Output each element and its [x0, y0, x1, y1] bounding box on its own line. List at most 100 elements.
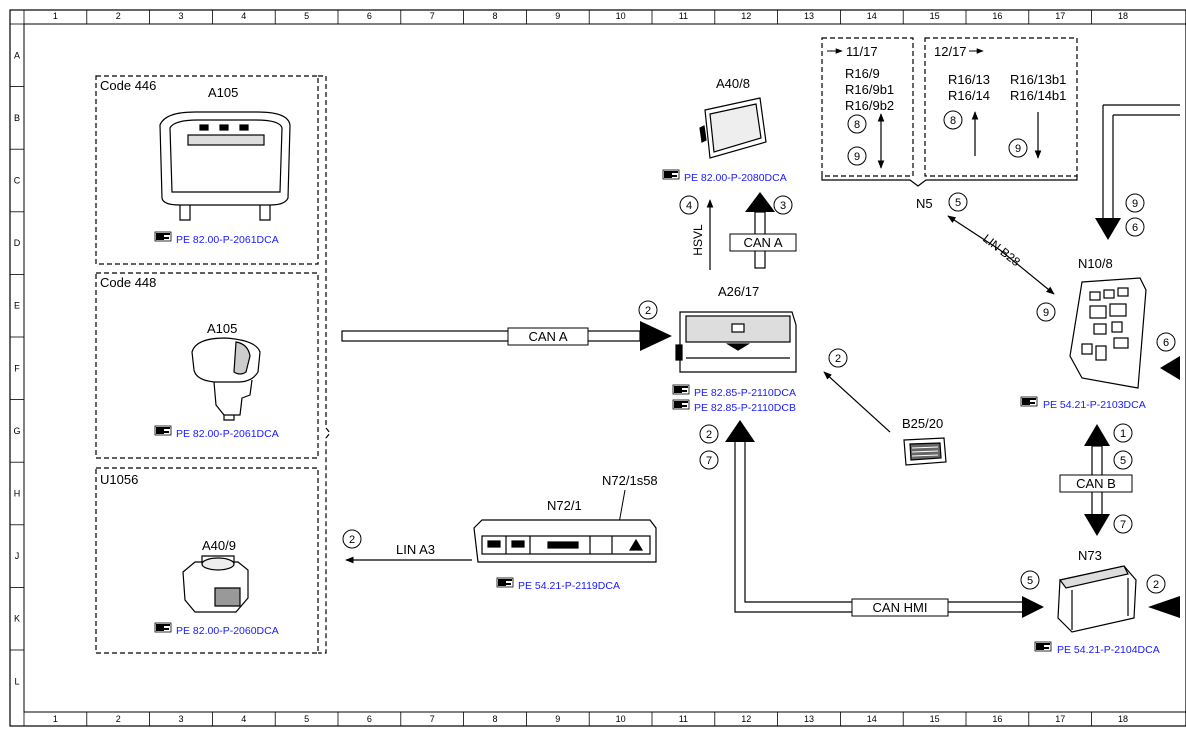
grid-column-label: 15	[930, 714, 940, 724]
grid-column-label: 9	[555, 714, 560, 724]
overhead-console-icon	[159, 111, 291, 221]
step-number: 9	[1015, 143, 1021, 155]
n73-right-arrowhead	[1148, 596, 1180, 618]
grid-column-label: 15	[930, 11, 940, 21]
step-circle	[773, 195, 793, 215]
grid-column-label: 6	[367, 11, 372, 21]
step-number: 2	[349, 534, 355, 546]
resistor-left-line-2: R16/9b1	[845, 82, 894, 97]
step-number: 6	[1163, 337, 1169, 349]
step-number: 9	[1132, 198, 1138, 210]
resistor-right-c2-2: R16/14b1	[1010, 88, 1066, 103]
resistor-right-head: 12/17	[934, 44, 967, 59]
step-circle	[1146, 574, 1166, 594]
grid-column-label: 18	[1118, 714, 1128, 724]
grid-column-label: 3	[178, 11, 183, 21]
step-number: 7	[706, 455, 712, 467]
reference-icon	[672, 384, 690, 395]
grid-labels: 1122334455667788991010111112121313141415…	[13, 11, 1128, 724]
outer-frame	[9, 9, 1186, 727]
code446-label: Code 446	[100, 78, 156, 93]
a40-8-label: A40/8	[716, 76, 750, 91]
grid-column-label: 11	[679, 714, 688, 724]
n10-8-input-bus	[1102, 104, 1180, 218]
step-circle	[1020, 570, 1040, 590]
grid-column-label: 17	[1055, 11, 1065, 21]
grid-column-label: 8	[492, 714, 497, 724]
code448-ref[interactable]: PE 82.00-P-2061DCA	[176, 428, 279, 440]
reference-icon	[1020, 396, 1038, 407]
a26-17-ref2[interactable]: PE 82.85-P-2110DCB	[694, 402, 796, 414]
can-b-arrowhead-down	[1084, 514, 1110, 536]
u1056-part-label: A40/9	[202, 538, 236, 553]
b25-20-arrow	[823, 371, 891, 433]
step-number: 7	[1120, 519, 1126, 531]
grid-row-label: E	[14, 301, 20, 311]
step-circle	[1113, 514, 1133, 534]
grid-column-label: 8	[492, 11, 497, 21]
grid-column-label: 1	[53, 11, 58, 21]
telematics-unit-icon	[1057, 565, 1137, 633]
grid-column-label: 16	[992, 714, 1002, 724]
a40-8-ref[interactable]: PE 82.00-P-2080DCA	[684, 172, 787, 184]
grid-column-label: 5	[304, 714, 309, 724]
n73-label: N73	[1078, 548, 1102, 563]
step-circle	[847, 146, 867, 166]
grid-column-label: 11	[679, 11, 688, 21]
can-a-left-arrowhead	[640, 321, 672, 351]
step-number: 2	[645, 305, 651, 317]
grid-column-label: 6	[367, 714, 372, 724]
reference-icon	[154, 425, 172, 436]
grid-column-label: 12	[741, 11, 751, 21]
n5-label: N5	[916, 196, 933, 211]
grid-column-label: 9	[555, 11, 560, 21]
head-unit-icon	[675, 311, 797, 373]
code446-ref[interactable]: PE 82.00-P-2061DCA	[176, 234, 279, 246]
grid-column-label: 18	[1118, 11, 1128, 21]
grid-row-label: A	[14, 50, 20, 60]
grid-column-label: 16	[992, 11, 1002, 21]
can-hmi-box	[851, 598, 949, 617]
a26-17-ref1[interactable]: PE 82.85-P-2110DCA	[694, 387, 796, 399]
step-number: 3	[780, 200, 786, 212]
step-circle	[1113, 450, 1133, 470]
step-circle	[699, 450, 719, 470]
grid-row-label: H	[14, 489, 21, 499]
u1056-ref[interactable]: PE 82.00-P-2060DCA	[176, 625, 279, 637]
n73-ref[interactable]: PE 54.21-P-2104DCA	[1057, 644, 1160, 656]
reference-icon	[662, 169, 680, 180]
step-circle	[679, 195, 699, 215]
grid-column-label: 17	[1055, 714, 1065, 724]
n10-8-ref[interactable]: PE 54.21-P-2103DCA	[1043, 399, 1146, 411]
group-code448-box	[95, 272, 319, 459]
can-b-arrowhead-up	[1084, 424, 1110, 446]
grid-column-label: 1	[53, 714, 58, 724]
resistor-right-c1-2: R16/14	[948, 88, 990, 103]
step-circle	[1125, 217, 1145, 237]
step-circle	[828, 348, 848, 368]
can-b-box	[1059, 474, 1133, 493]
resistor-left-line-3: R16/9b2	[845, 98, 894, 113]
n10-8-input-arrowhead	[1095, 218, 1121, 240]
grid-column-label: 12	[741, 714, 751, 724]
can-a-left-bus	[341, 330, 641, 342]
grid-column-label: 4	[241, 714, 246, 724]
u1056-label: U1056	[100, 472, 138, 487]
lin-a3-label: LIN A3	[396, 542, 435, 557]
grid-row-label: L	[14, 676, 19, 686]
grid-column-label: 7	[430, 714, 435, 724]
resistor-left-head: 11/17	[846, 44, 878, 59]
n72-1-ref[interactable]: PE 54.21-P-2119DCA	[518, 580, 620, 592]
selector-lever-icon	[191, 337, 261, 421]
can-hmi-label: CAN HMI	[873, 600, 928, 615]
step-circle	[1156, 332, 1176, 352]
step-circle	[1125, 193, 1145, 213]
grid-column-label: 4	[241, 11, 246, 21]
grid-column-label: 14	[867, 11, 877, 21]
step-circle	[847, 114, 867, 134]
n10-8-right-arrowhead	[1160, 356, 1180, 380]
step-number: 6	[1132, 222, 1138, 234]
reference-icon	[672, 399, 690, 410]
grid-row-label: F	[14, 363, 20, 373]
step-number: 8	[950, 115, 956, 127]
